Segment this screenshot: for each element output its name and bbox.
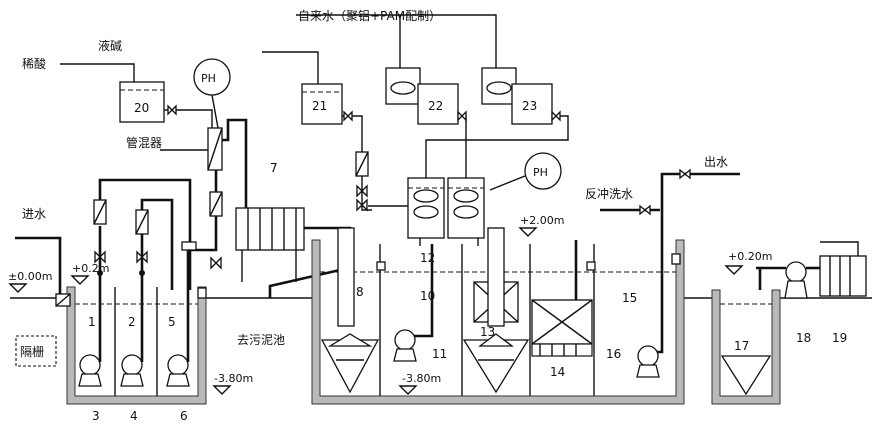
elev-ground: ±0.00m — [8, 270, 52, 283]
tube-settler-7 — [235, 207, 305, 251]
pump-3 — [78, 354, 102, 387]
num-8: 8 — [356, 285, 364, 299]
num-6: 6 — [180, 409, 188, 423]
num-1: 1 — [88, 315, 96, 329]
elev-minus-3-8-center: -3.80m — [402, 372, 441, 385]
num-14: 14 — [550, 365, 565, 379]
sludge-pipe — [268, 268, 341, 298]
acid-tank-20 — [119, 81, 165, 123]
label-outlet-water: 出水 — [704, 155, 728, 169]
num-23: 23 — [522, 99, 537, 113]
elev-plus-0-20: +0.20m — [728, 250, 772, 263]
pump-18 — [785, 261, 807, 283]
num-11: 11 — [432, 347, 447, 361]
num-7: 7 — [270, 161, 278, 175]
label-backwash-water: 反冲洗水 — [585, 186, 633, 201]
label-ph-2: PH — [533, 166, 548, 179]
screen-label-box — [15, 335, 57, 367]
num-15: 15 — [622, 291, 637, 305]
num-10: 10 — [420, 289, 435, 303]
num-4: 4 — [130, 409, 138, 423]
pump-4 — [120, 354, 144, 387]
pump-16 — [636, 345, 660, 378]
elev-plus-0-2-left: +0.2m — [72, 262, 109, 275]
num-17: 17 — [734, 339, 749, 353]
num-3: 3 — [92, 409, 100, 423]
elev-minus-3-8-left: -3.80m — [214, 372, 253, 385]
label-caustic: 液碱 — [98, 38, 122, 53]
dosing-tank-23 — [511, 83, 553, 125]
pump-11 — [393, 329, 417, 362]
label-screen: 隔栅 — [20, 344, 44, 359]
num-18: 18 — [796, 331, 811, 345]
num-2: 2 — [128, 315, 136, 329]
label-dilute-acid: 稀酸 — [22, 56, 46, 71]
num-20: 20 — [134, 101, 149, 115]
pump-return-pipe — [98, 178, 192, 290]
label-tap-water: 自来水（聚铝+PAM配制） — [298, 8, 441, 23]
pump-6 — [166, 354, 190, 387]
num-22: 22 — [428, 99, 443, 113]
dosing-tank-21 — [301, 83, 343, 125]
num-12: 12 — [420, 251, 435, 265]
label-inlet-water: 进水 — [22, 207, 46, 221]
num-21: 21 — [312, 99, 327, 113]
num-13: 13 — [480, 325, 495, 339]
label-ph-1: PH — [201, 72, 216, 85]
equipment-19 — [819, 255, 867, 297]
label-pipe-mixer: 管混器 — [126, 135, 162, 150]
dosing-tank-22 — [417, 83, 459, 125]
elev-plus-2-00: +2.00m — [520, 214, 564, 227]
ph-meter-2 — [524, 152, 562, 190]
inlet-pipe — [15, 236, 62, 300]
label-to-sludge-tank: 去污泥池 — [237, 333, 285, 347]
outlet-pipe — [657, 172, 740, 354]
collection-basin — [66, 286, 207, 405]
clear-water-basin-17 — [711, 289, 781, 405]
num-19: 19 — [832, 331, 847, 345]
main-reactor-tank — [311, 239, 685, 405]
num-16: 16 — [606, 347, 621, 361]
num-5: 5 — [168, 315, 176, 329]
